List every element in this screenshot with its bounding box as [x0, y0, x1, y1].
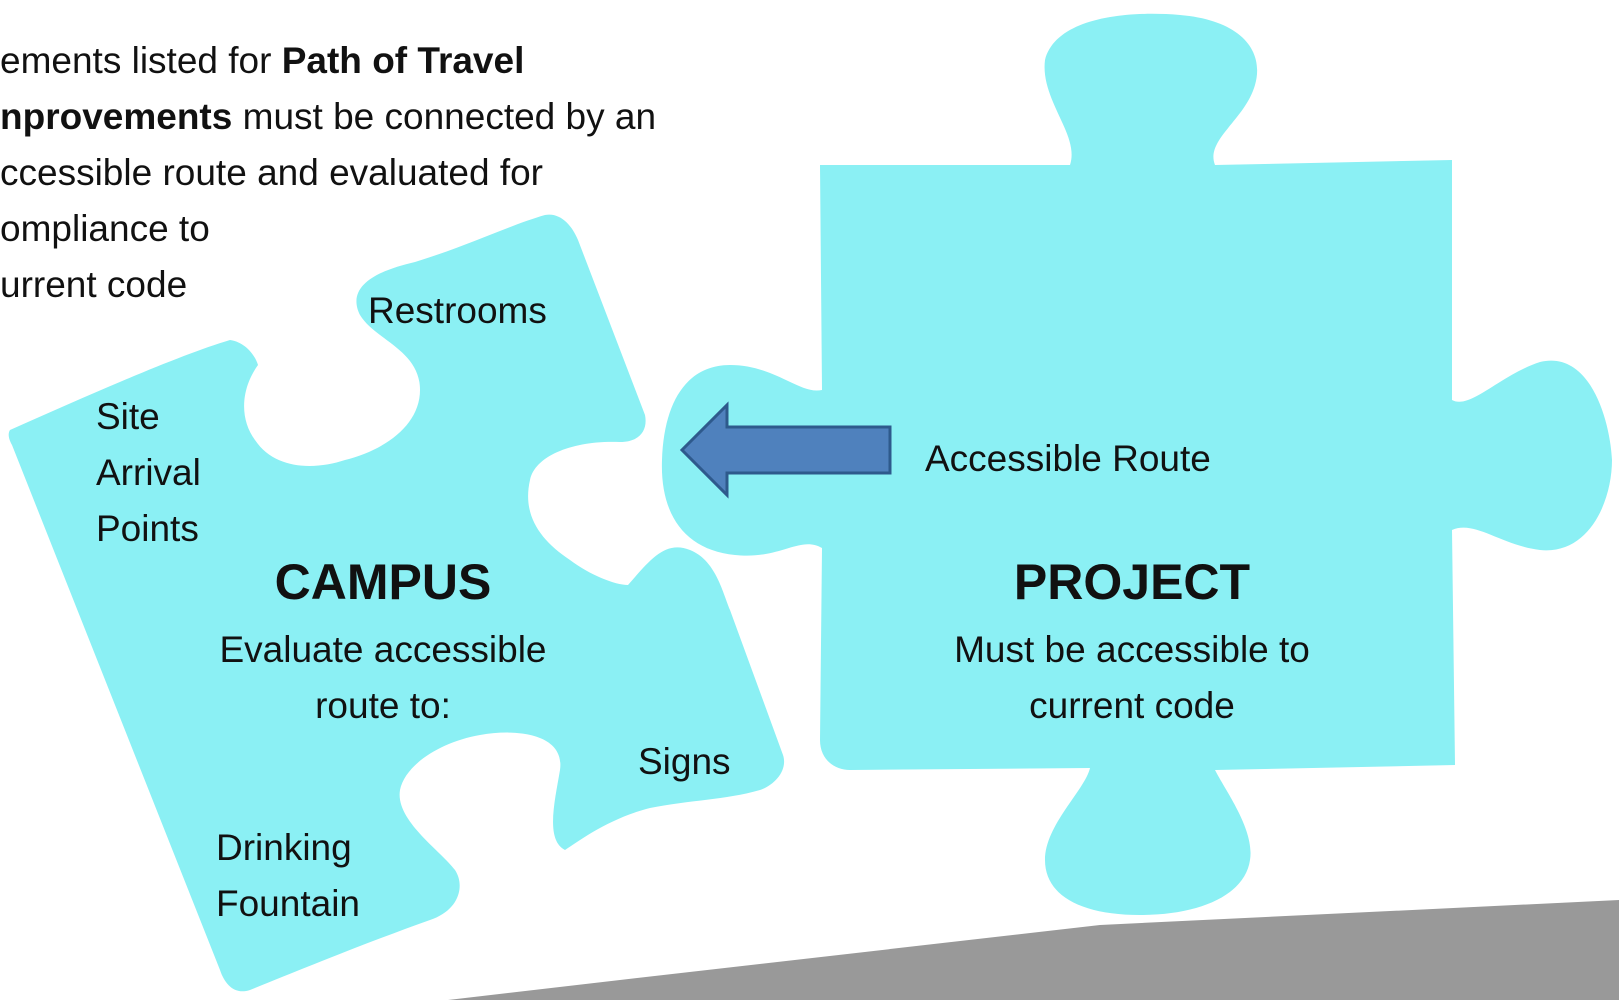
intro-line-4: ompliance to [0, 208, 210, 249]
intro-line-1: ements listed for Path of Travel [0, 33, 524, 89]
campus-item-drinking-line-2: Fountain [216, 883, 360, 924]
intro-line-3: ccessible route and evaluated for [0, 152, 544, 193]
campus-subtitle-line-2: route to: [315, 685, 451, 726]
campus-item-restrooms: Restrooms [368, 290, 547, 331]
intro-line-2: nprovements must be connected by an [0, 89, 656, 145]
accessible-route-label: Accessible Route [925, 438, 1211, 479]
intro-line-1-bold: Path of Travel [281, 40, 525, 81]
accessible-route-arrow [679, 401, 892, 499]
campus-puzzle-piece [8, 214, 785, 992]
project-subtitle-line-2: current code [1029, 685, 1235, 726]
campus-item-site-line-3: Points [96, 508, 199, 549]
floor-shadow [448, 900, 1619, 1000]
intro-line-2-rest: must be connected by an [232, 96, 657, 137]
project-subtitle-line-1: Must be accessible to [954, 629, 1310, 670]
project-puzzle-piece [661, 13, 1612, 915]
project-heading: PROJECT [1013, 554, 1251, 610]
campus-item-signs: Signs [638, 741, 731, 782]
campus-heading: CAMPUS [274, 554, 492, 610]
campus-item-site-line-1: Site [96, 396, 160, 437]
intro-line-2-bold: nprovements [0, 96, 233, 137]
intro-line-5: urrent code [0, 264, 188, 305]
campus-item-drinking-line-1: Drinking [216, 827, 352, 868]
intro-line-1-prefix: ements listed for [0, 40, 282, 81]
campus-item-site-line-2: Arrival [96, 452, 201, 493]
campus-subtitle-line-1: Evaluate accessible [219, 629, 547, 670]
